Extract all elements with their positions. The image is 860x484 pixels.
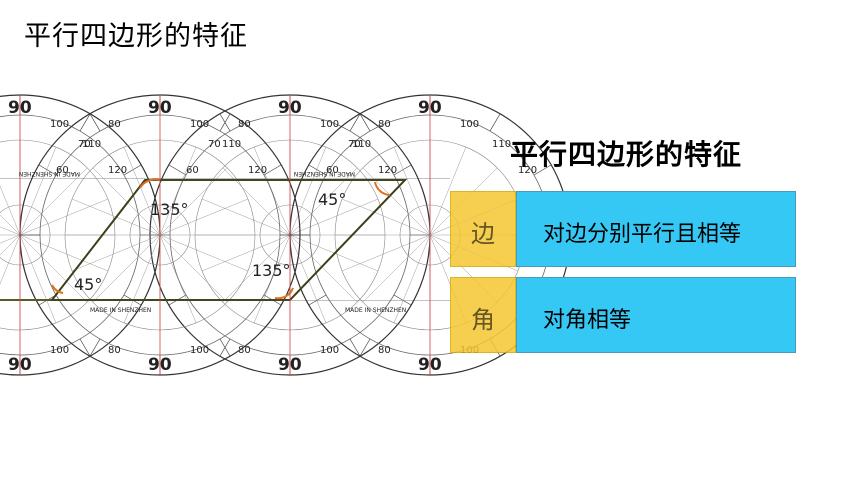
protractor-brand-1: MADE IN SHENZHEN xyxy=(19,170,80,177)
page-title: 平行四边形的特征 xyxy=(24,21,248,52)
angle-label-box: 角 xyxy=(450,277,516,353)
side-label: 边 xyxy=(471,220,495,248)
protractor-brand-3: MADE IN SHENZHEN xyxy=(294,170,355,177)
side-property-text: 对边分别平行且相等 xyxy=(543,222,742,247)
protractor-brand-2: MADE IN SHENZHEN xyxy=(90,307,151,314)
angle-label-1: 45° xyxy=(74,275,102,294)
section-heading: 平行四边形的特征 xyxy=(510,138,743,171)
angle-property-text: 对角相等 xyxy=(543,308,632,333)
angle-label: 角 xyxy=(471,306,495,334)
side-property-box: 对边分别平行且相等 xyxy=(516,191,796,267)
angle-label-2: 135° xyxy=(150,200,189,219)
side-label-box: 边 xyxy=(450,191,516,267)
angle-label-3: 45° xyxy=(318,190,346,209)
angle-label-4: 135° xyxy=(252,261,291,280)
protractor-brand-4: MADE IN SHENZHEN xyxy=(345,307,406,314)
angle-property-box: 对角相等 xyxy=(516,277,796,353)
